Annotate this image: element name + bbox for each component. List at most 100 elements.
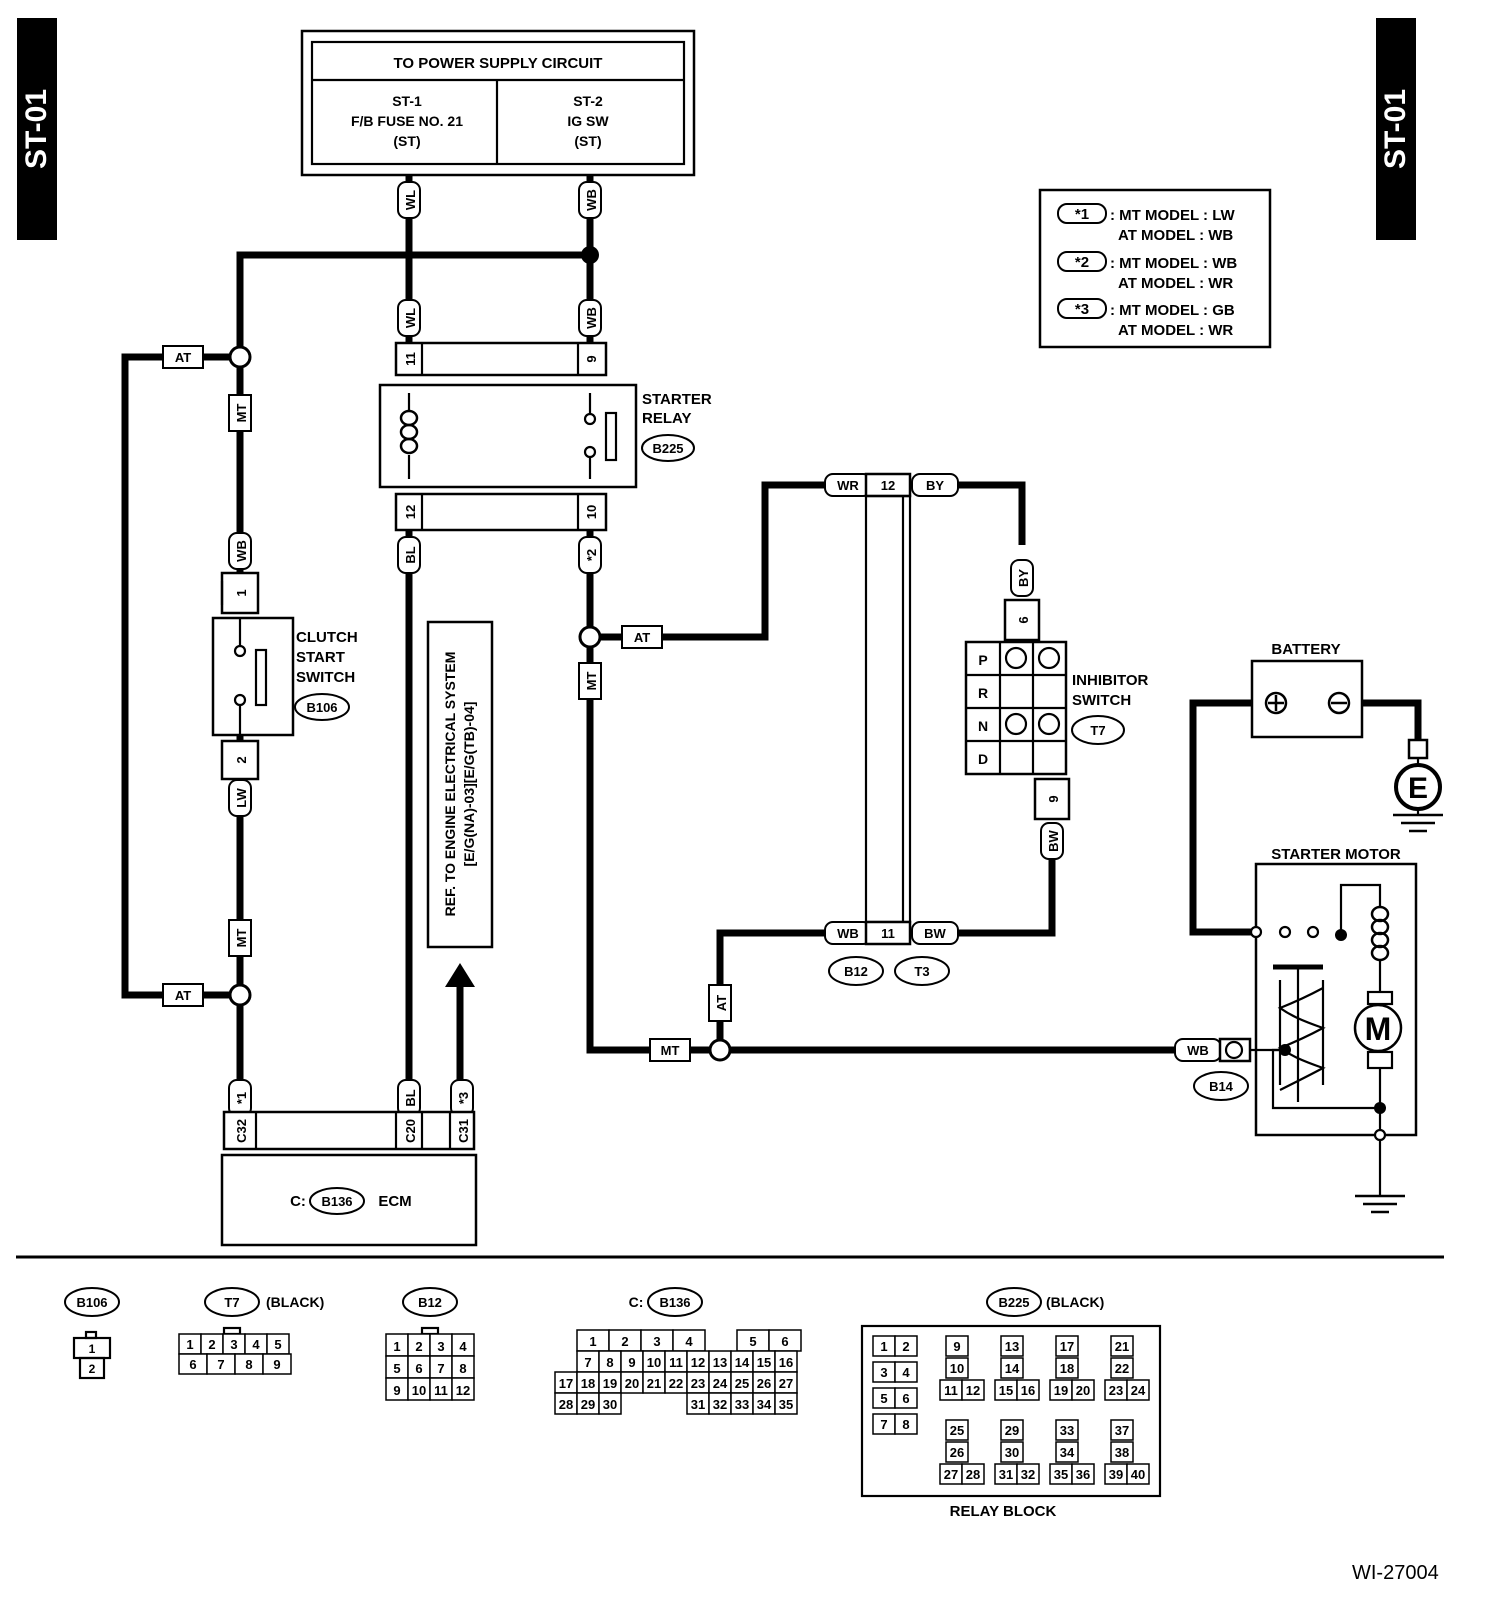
relay-block-label: RELAY BLOCK [950,1503,1057,1520]
ecm: C32 C20 C31 C: B136 ECM [220,1110,478,1247]
pin-cell [1055,1441,1079,1463]
connector-b12: B12 [844,964,868,979]
ref-arrow-head [445,963,475,987]
pin-cell [961,1379,985,1401]
ref-line-2: [E/G(NA)-03][E/G(TB)-04] [461,702,477,867]
pin-number: 34 [757,1397,772,1412]
position-n: N [978,718,988,734]
legend-mt-1: : MT MODEL : LW [1110,207,1236,224]
connector-b14: B14 [1209,1079,1234,1094]
st2-line-2: IG SW [567,113,609,129]
legend: *1 : MT MODEL : LW AT MODEL : WB *2 : MT… [1038,188,1272,349]
connector-b106: B106 [306,700,337,715]
connector-t3: T3 [914,964,929,979]
pin-number: 34 [1060,1445,1075,1460]
ecm-pin-c20: C20 [403,1119,418,1143]
connector-b136: B136 [321,1194,352,1209]
pin-number: 27 [944,1467,958,1482]
wire-wr: WR [837,478,859,493]
pin-cell [894,1413,918,1435]
pin-number: 29 [1005,1423,1019,1438]
junction-dot [581,246,599,264]
b106-view-label: B106 [76,1295,107,1310]
pin-number: 8 [902,1417,909,1432]
pin-cell [945,1419,969,1441]
pin-number: 12 [456,1383,470,1398]
clutch-pin-2: 2 [234,756,249,763]
pin-number: 4 [459,1339,467,1354]
pin-number: 37 [1115,1423,1129,1438]
ref-line-1: REF. TO ENGINE ELECTRICAL SYSTEM [442,652,458,917]
wire-at: AT [714,995,729,1011]
pin-number: 7 [584,1355,591,1370]
pin-number: 2 [621,1334,628,1349]
wire-wb-top: WB [584,189,599,211]
wire-mt: MT [584,672,599,691]
wire-star1: *1 [234,1092,249,1104]
pin-cell [1055,1335,1079,1357]
pin-number: 14 [1005,1361,1020,1376]
b225-view-color: (BLACK) [1046,1294,1104,1310]
inhibitor-pin-9: 9 [1046,795,1061,802]
relay-pin-12: 12 [403,505,418,519]
pin-number: 12 [966,1383,980,1398]
wire-mt: MT [234,929,249,948]
wire-star2: *2 [584,549,599,561]
wire-by-vertical: BY [1016,569,1031,587]
pin-number: 40 [1131,1467,1145,1482]
pin-number: 35 [1054,1467,1068,1482]
pin-cell [894,1387,918,1409]
pin-cell [1016,1463,1040,1485]
pin-number: 10 [412,1383,426,1398]
wire-bl-ecm: BL [403,1089,418,1106]
b12-pin-12: 12 [881,478,895,493]
pin-number: 17 [1060,1339,1074,1354]
pin-cell [1126,1463,1150,1485]
pin-number: 36 [1076,1467,1090,1482]
pin-number: 8 [245,1357,252,1372]
pin-number: 15 [757,1355,771,1370]
wire-bw-vertical: BW [1046,829,1061,851]
pin-number: 11 [944,1383,958,1398]
pin-number: 35 [779,1397,793,1412]
wire-wb-relay: WB [584,307,599,329]
pin-cell [774,1392,798,1415]
inhibitor-label-1: INHIBITOR [1072,672,1149,689]
pin-number: 25 [950,1423,964,1438]
ecm-pin-c32: C32 [234,1119,249,1143]
pin-cell [598,1392,622,1415]
junction-circle [228,983,252,1007]
pin-cell [1071,1379,1095,1401]
pin-number: 9 [393,1383,400,1398]
pin-number: 9 [628,1355,635,1370]
pin-cell [894,1361,918,1383]
pin-number: 2 [415,1339,422,1354]
b225-view-label: B225 [998,1295,1029,1310]
pin-number: 30 [603,1397,617,1412]
st2-line-3: (ST) [574,133,601,149]
clutch-label-2: START [296,649,345,666]
pin-number: 21 [1115,1339,1129,1354]
pin-cell [1071,1463,1095,1485]
pin-cell [894,1335,918,1357]
wire-bl: BL [403,546,418,563]
pin-cell [945,1357,969,1379]
legend-mt-3: : MT MODEL : GB [1110,302,1235,319]
legend-key-2: *2 [1075,254,1089,271]
clutch-start-switch: 1 2 CLUTCH START SWITCH B106 [211,571,358,781]
pin-number: 6 [781,1334,788,1349]
position-p: P [978,652,987,668]
pin-number: 28 [559,1397,573,1412]
pin-number: 1 [589,1334,596,1349]
position-d: D [978,751,988,767]
clutch-pin-1: 1 [234,589,249,596]
pin-number: 9 [953,1339,960,1354]
st1-line-3: (ST) [393,133,420,149]
pin-number: 6 [902,1391,909,1406]
pin-cell [451,1377,475,1401]
wire-at: AT [175,350,191,365]
battery-label: BATTERY [1271,641,1340,658]
legend-at-3: AT MODEL : WR [1118,322,1233,339]
pin-number: 3 [437,1339,444,1354]
